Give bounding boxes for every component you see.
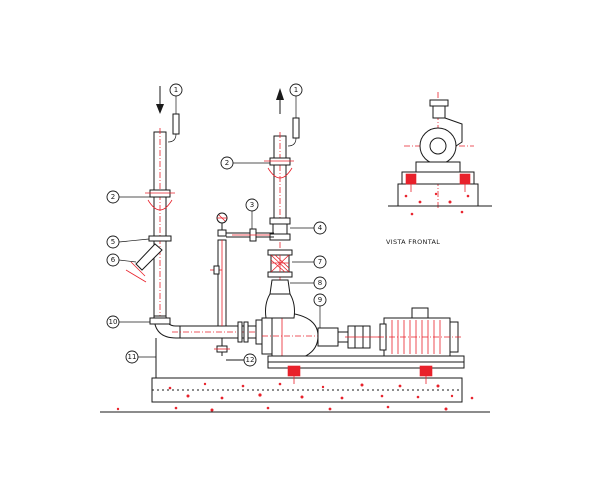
discharge-pipe-support	[264, 157, 294, 179]
leader-6	[118, 259, 137, 263]
svg-text:5: 5	[111, 238, 115, 246]
svg-text:11: 11	[128, 353, 137, 361]
pump-bearing-frame	[317, 327, 349, 347]
front-view-isolators	[405, 173, 471, 192]
front-view-aggregate	[404, 192, 470, 216]
suction-flange	[148, 235, 172, 242]
suction-elbow	[149, 315, 181, 339]
svg-text:1: 1	[174, 86, 178, 94]
leader-1a	[167, 96, 180, 143]
foundation-aggregate-dots	[116, 382, 474, 412]
suction-horizontal-pipe	[172, 319, 290, 345]
callout-6: 6	[106, 253, 120, 267]
flexible-connector	[265, 279, 295, 319]
svg-text:6: 6	[111, 256, 116, 264]
pump-coupling	[345, 325, 380, 349]
svg-text:4: 4	[318, 224, 323, 232]
front-view-base	[388, 171, 492, 207]
gate-valve	[269, 217, 291, 241]
pressure-gauge	[216, 212, 228, 224]
suction-flow-arrow	[156, 86, 164, 114]
svg-text:7: 7	[318, 258, 322, 266]
check-valve	[267, 249, 293, 278]
svg-text:10: 10	[109, 318, 118, 326]
svg-text:2: 2	[111, 193, 115, 201]
vibration-isolator-right	[419, 365, 433, 384]
svg-text:8: 8	[318, 279, 322, 287]
callout-2b: 2	[220, 156, 234, 170]
vibration-isolator-left	[287, 365, 301, 384]
callout-1b: 1	[289, 83, 303, 97]
leader-1b	[287, 96, 300, 147]
callout-1a: 1	[169, 83, 183, 97]
svg-text:1: 1	[294, 86, 298, 94]
callout-2a: 2	[106, 190, 120, 204]
svg-text:9: 9	[318, 296, 322, 304]
suction-leg-support	[152, 338, 162, 379]
callout-3: 3	[245, 198, 259, 212]
svg-text:3: 3	[250, 201, 254, 209]
callout-5: 5	[106, 235, 120, 249]
view-label: VISTA FRONTAL	[386, 238, 440, 246]
callout-4: 4	[313, 221, 327, 235]
gauge-line	[217, 223, 274, 242]
callout-11: 11	[125, 350, 139, 364]
suction-strainer-y	[125, 243, 163, 283]
svg-text:12: 12	[246, 356, 255, 364]
front-view-pump	[415, 99, 463, 173]
svg-text:2: 2	[225, 159, 229, 167]
electric-motor	[378, 307, 462, 357]
concrete-foundation	[151, 377, 463, 403]
leader-5	[118, 238, 150, 243]
callout-12: 12	[243, 353, 257, 367]
callout-10: 10	[106, 315, 120, 329]
callout-9: 9	[313, 293, 327, 307]
pump-base-plate	[267, 355, 465, 369]
callout-7: 7	[313, 255, 327, 269]
callout-8: 8	[313, 276, 327, 290]
suction-pipe-support	[145, 189, 175, 211]
discharge-flow-arrow	[276, 88, 284, 114]
bypass-line	[210, 239, 227, 327]
suction-vertical-pipe	[153, 128, 167, 321]
